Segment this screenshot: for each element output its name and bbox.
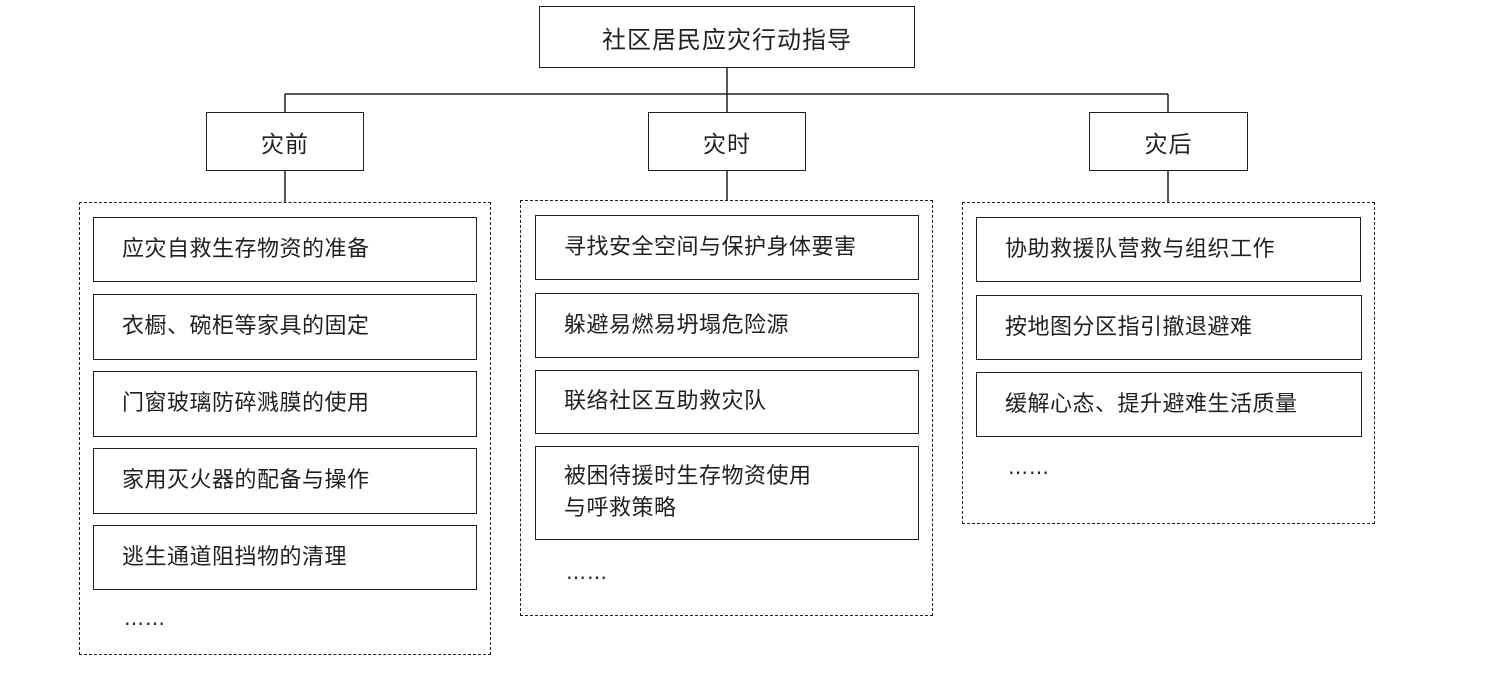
phase-after-group [962,202,1375,524]
during-more-ellipsis: …… [566,560,608,584]
before-item-1-text: 应灾自救生存物资的准备 [122,236,370,262]
after-item-2-text: 按地图分区指引撤退避难 [1005,314,1253,340]
during-item-1-text: 寻找安全空间与保护身体要害 [564,234,857,260]
after-item-3-text: 缓解心态、提升避难生活质量 [1005,391,1298,417]
during-item-2-text: 躲避易燃易坍塌危险源 [564,312,790,338]
root-title-box: 社区居民应灾行动指导 [539,6,915,68]
phase-before-label: 灾前 [261,131,309,158]
during-item-2: 躲避易燃易坍塌危险源 [535,293,919,358]
during-item-1: 寻找安全空间与保护身体要害 [535,215,919,280]
after-more-ellipsis: …… [1008,455,1050,479]
before-item-3: 门窗玻璃防碎溅膜的使用 [93,371,477,437]
phase-during-label: 灾时 [703,131,751,158]
phase-after-box: 灾后 [1089,112,1248,171]
root-title: 社区居民应灾行动指导 [602,25,852,54]
phase-before-group [79,202,491,655]
before-item-3-text: 门窗玻璃防碎溅膜的使用 [122,391,370,416]
phase-after-label: 灾后 [1144,131,1193,158]
before-item-5: 逃生通道阻挡物的清理 [93,525,477,590]
after-item-3: 缓解心态、提升避难生活质量 [976,372,1362,437]
during-item-4-text: 被困待援时生存物资使用 与呼救策略 [564,464,812,521]
before-item-2-text: 衣橱、碗柜等家具的固定 [122,314,370,339]
after-item-1-text: 协助救援队营救与组织工作 [1005,236,1276,262]
after-item-2: 按地图分区指引撤退避难 [976,295,1362,360]
phase-before-box: 灾前 [206,112,364,171]
after-item-1: 协助救援队营救与组织工作 [976,217,1361,282]
before-item-1: 应灾自救生存物资的准备 [93,217,477,282]
before-item-4-text: 家用灭火器的配备与操作 [122,468,370,493]
before-item-2: 衣橱、碗柜等家具的固定 [93,294,477,360]
before-item-5-text: 逃生通道阻挡物的清理 [122,544,348,570]
during-item-4: 被困待援时生存物资使用 与呼救策略 [535,446,919,540]
during-item-3: 联络社区互助救灾队 [535,370,919,434]
phase-during-group [520,200,933,616]
during-item-3-text: 联络社区互助救灾队 [564,389,767,414]
before-more-ellipsis: …… [124,606,166,630]
phase-during-box: 灾时 [648,112,806,171]
before-item-4: 家用灭火器的配备与操作 [93,448,477,514]
